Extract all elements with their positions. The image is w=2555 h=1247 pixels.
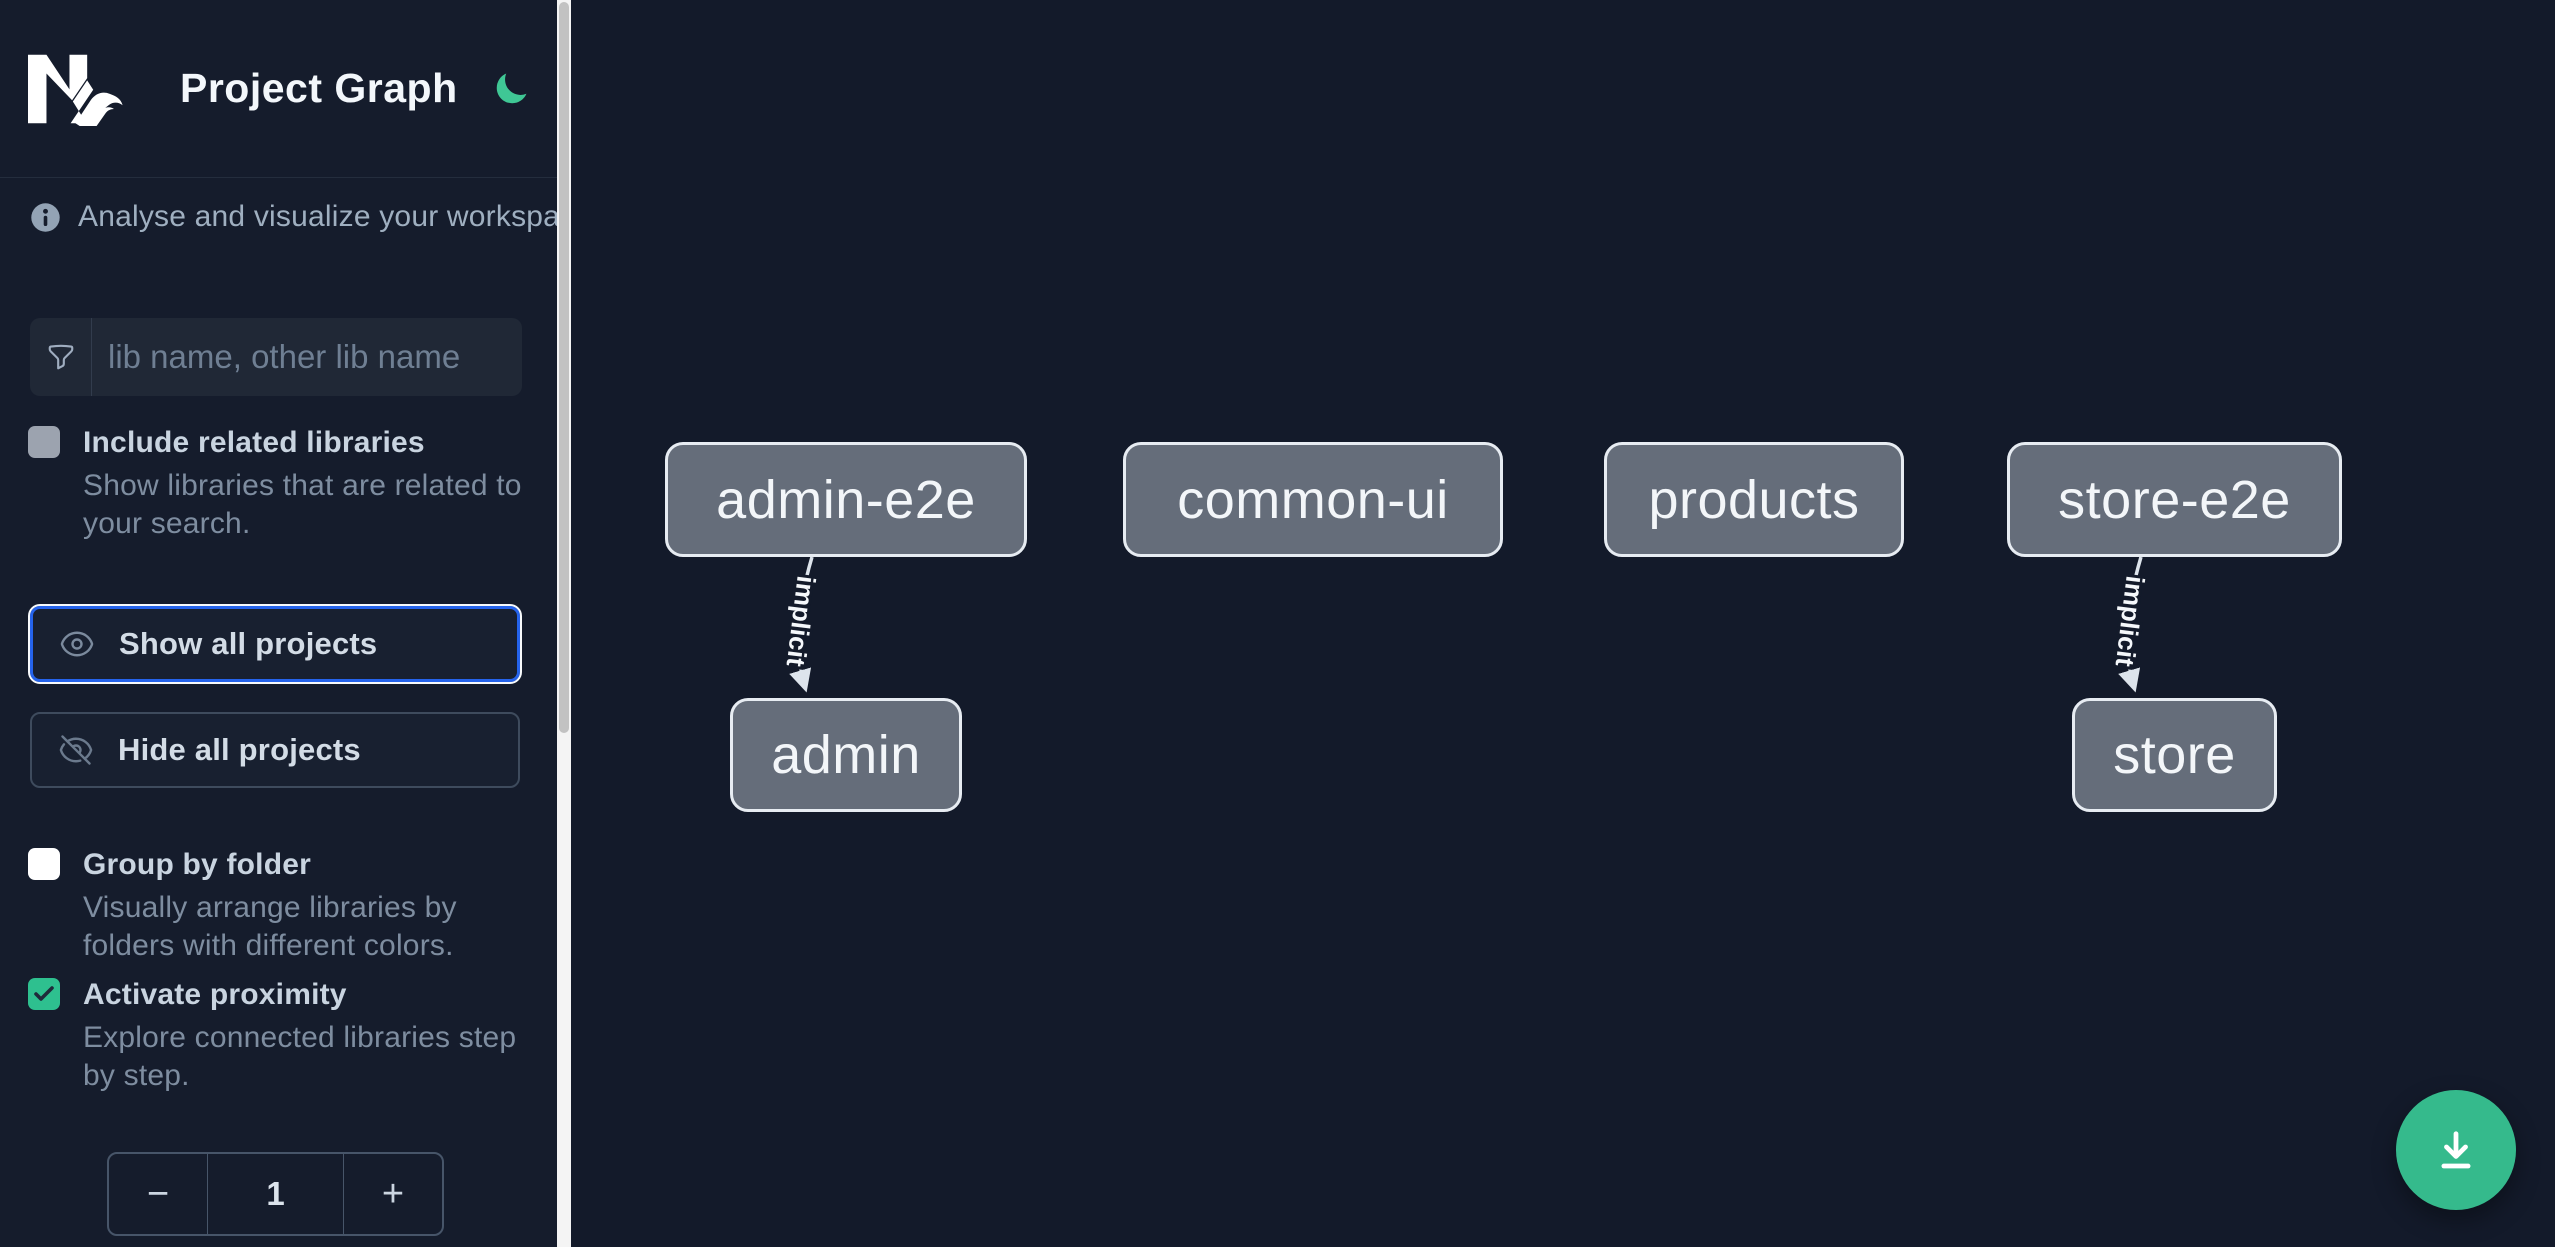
download-graph-button[interactable] [2396, 1090, 2516, 1210]
edge-store-e2e-to-store [2118, 556, 2143, 693]
sidebar: Project Graph Analyse and visualize your… [0, 0, 600, 1247]
funnel-icon [48, 344, 73, 370]
download-icon [2441, 1131, 2471, 1169]
nx-logo [28, 54, 123, 126]
project-node-store-e2e[interactable]: store-e2e [2007, 442, 2342, 557]
project-node-admin-e2e[interactable]: admin-e2e [665, 442, 1027, 557]
workspace-tagline: Analyse and visualize your workspace. [78, 200, 601, 233]
include-related-description: Show libraries that are related to your … [83, 469, 522, 540]
include-related-checkbox[interactable] [28, 426, 60, 458]
theme-toggle-button[interactable] [492, 70, 530, 108]
moon-icon [496, 73, 527, 103]
workspace-tagline-row: Analyse and visualize your workspace. [30, 200, 600, 234]
hide-all-projects-label: Hide all projects [118, 732, 361, 767]
group-by-folder-row: Group by folder Visually arrange librari… [28, 846, 457, 965]
info-icon [31, 202, 60, 232]
filter-search-box [30, 318, 522, 396]
group-by-folder-checkbox[interactable] [28, 848, 60, 880]
activate-proximity-checkbox[interactable] [28, 978, 60, 1010]
activate-proximity-row: Activate proximity Explore connected lib… [28, 976, 516, 1095]
edge-admin-e2e-to-admin [789, 556, 814, 693]
decrement-button[interactable]: − [146, 1172, 170, 1215]
checkmark-icon [34, 986, 54, 1001]
activate-proximity-description: Explore connected libraries step by step… [83, 1021, 517, 1092]
eye-off-icon [59, 735, 93, 765]
sidebar-scrollbar-track[interactable] [557, 0, 571, 1247]
show-all-projects-label: Show all projects [119, 626, 378, 661]
proximity-depth-stepper: − 1 + [107, 1152, 444, 1236]
include-related-label: Include related libraries [83, 426, 425, 459]
graph-canvas[interactable]: admin-e2e common-ui products store-e2e a… [571, 0, 2555, 1247]
graph-edges: implicit implicit [778, 556, 2154, 693]
project-node-admin[interactable]: admin [730, 698, 962, 812]
filter-icon-cell [30, 318, 92, 396]
project-node-products[interactable]: products [1604, 442, 1904, 557]
increment-button[interactable]: + [381, 1172, 405, 1215]
group-by-folder-description: Visually arrange libraries by folders wi… [83, 891, 457, 962]
sidebar-scrollbar-thumb[interactable] [559, 2, 569, 733]
include-related-row: Include related libraries Show libraries… [28, 424, 522, 543]
group-by-folder-label: Group by folder [83, 848, 311, 881]
hide-all-projects-button[interactable]: Hide all projects [30, 712, 520, 788]
search-input[interactable] [92, 318, 522, 396]
show-all-projects-button[interactable]: Show all projects [28, 604, 522, 684]
eye-icon [60, 631, 94, 657]
activate-proximity-label: Activate proximity [83, 978, 347, 1011]
project-node-store[interactable]: store [2072, 698, 2277, 812]
edge-label-implicit-admin: implicit [781, 574, 822, 668]
page-title: Project Graph [180, 65, 458, 111]
sidebar-header: Project Graph [0, 0, 557, 178]
project-node-common-ui[interactable]: common-ui [1123, 442, 1503, 557]
edge-label-implicit-store: implicit [2110, 574, 2151, 668]
proximity-depth-value[interactable]: 1 [207, 1154, 344, 1234]
